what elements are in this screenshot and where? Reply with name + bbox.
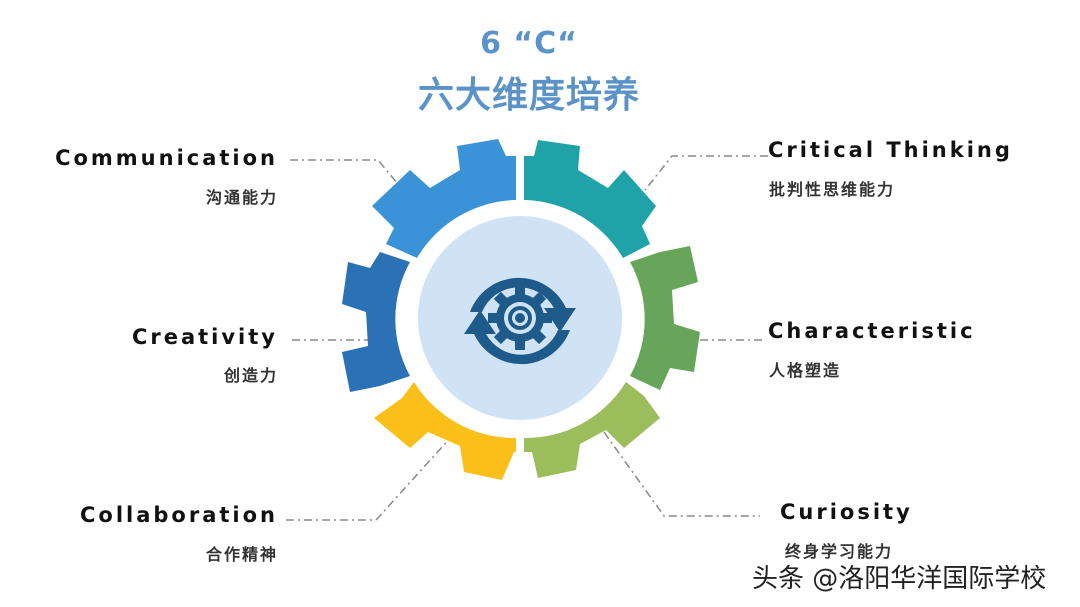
watermark: 头条 @洛阳华洋国际学校 (752, 564, 1047, 594)
gear-segment-curiosity (524, 382, 660, 478)
gear-segment-communication (372, 139, 516, 258)
label-critical-thinking-zh: 批判性思维能力 (769, 180, 896, 199)
connector-critical-thinking (644, 155, 768, 191)
gear-cycle-icon (464, 277, 576, 365)
label-collaboration-zh: 合作精神 (205, 545, 278, 564)
label-critical-thinking-en: Critical Thinking (768, 138, 1013, 162)
label-curiosity-zh: 终身学习能力 (785, 542, 894, 561)
connector-curiosity (603, 431, 760, 517)
gear-segment-collaboration (374, 382, 516, 480)
label-characteristic-en: Characteristic (768, 319, 976, 343)
label-creativity-zh: 创造力 (223, 366, 278, 385)
title-six-dimensions: 六大维度培养 (417, 75, 640, 116)
label-communication-en: Communication (55, 146, 278, 170)
label-characteristic-zh: 人格塑造 (769, 361, 842, 380)
connector-lines (286, 155, 768, 521)
label-communication-zh: 沟通能力 (205, 188, 278, 207)
gear-segment-characteristic (630, 246, 700, 390)
label-creativity-en: Creativity (131, 325, 278, 349)
gear-segment-critical-thinking (524, 140, 656, 258)
label-collaboration-en: Collaboration (79, 503, 278, 527)
gear-segment-creativity (342, 252, 410, 392)
connector-collaboration (286, 435, 453, 521)
title-6c: 6 “C“ (480, 26, 578, 61)
label-curiosity-en: Curiosity (780, 500, 913, 524)
